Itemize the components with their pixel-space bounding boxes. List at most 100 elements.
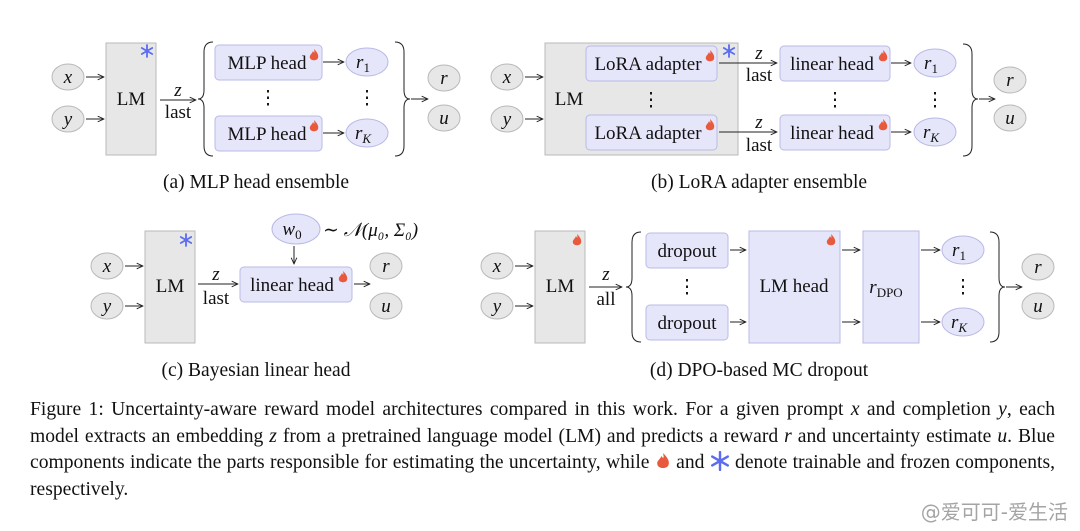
caption-text: . Blue components indicate the parts res… — [30, 425, 1055, 474]
linear-head-1-label: linear head — [790, 54, 874, 75]
r1-node — [941, 235, 985, 265]
dropout-1-label: dropout — [657, 241, 717, 262]
caption-text: and completion — [859, 399, 999, 420]
embedding-z-label: z — [211, 264, 220, 285]
output-r-label: r — [382, 256, 390, 277]
rk-label: rK — [951, 312, 968, 335]
caption-math-z: z — [269, 425, 277, 447]
caption-text: and uncertainty estimate — [791, 425, 998, 447]
caption-text: denote trainable and frozen components, … — [30, 452, 1055, 500]
lm-label: LM — [117, 89, 146, 110]
linear-head-k-label: linear head — [790, 123, 874, 144]
lm-block — [105, 42, 157, 156]
caption-text: Figure 1: Uncertainty-aware reward model… — [30, 399, 851, 420]
w0-label: w0 — [282, 219, 301, 242]
output-u-label: u — [381, 296, 391, 317]
caption-math-x: x — [850, 399, 860, 420]
lora-adapter-k-label: LoRA adapter — [594, 123, 702, 144]
r-dpo-label: rDPO — [869, 277, 902, 300]
input-x-node — [51, 63, 85, 91]
input-y-label: y — [62, 109, 73, 130]
caption-text: , each model extracts an embedding — [30, 399, 1056, 447]
output-r-node — [1021, 253, 1055, 281]
left-brace — [625, 231, 642, 343]
r1-node — [913, 48, 957, 78]
rk-label: rK — [355, 123, 372, 146]
vdots: ⋮ — [954, 277, 973, 298]
r1-label: r1 — [952, 240, 966, 263]
input-y-label: y — [101, 296, 112, 317]
mlp-head-k — [214, 115, 323, 152]
lm-label: LM — [156, 276, 185, 297]
tap-label: last — [203, 288, 230, 309]
r1-label: r1 — [356, 52, 370, 75]
panel-b-caption: (b) LoRA adapter ensemble — [651, 172, 867, 193]
panel-a-caption: (a) MLP head ensemble — [163, 172, 349, 193]
output-u-node — [993, 104, 1027, 132]
lora-adapter-1-label: LoRA adapter — [594, 54, 702, 75]
figure-caption: Figure 1: Uncertainty-aware reward model… — [30, 397, 1055, 503]
output-r-node — [369, 252, 403, 280]
input-y-node — [490, 105, 524, 133]
tap-label: last — [746, 65, 773, 86]
input-x-node — [90, 252, 124, 280]
panel-d: x y LM z all dropout dropout ⋮ LM head r… — [480, 230, 1055, 381]
output-u-node — [1021, 292, 1055, 320]
panel-c-caption: (c) Bayesian linear head — [162, 360, 351, 381]
input-y-node — [51, 105, 85, 133]
lm-head-label: LM head — [759, 276, 829, 297]
input-x-label: x — [502, 67, 512, 88]
r-dpo-block — [862, 230, 920, 344]
tap-label: all — [597, 289, 616, 310]
w0-node — [271, 213, 321, 245]
embedding-z-label: z — [601, 264, 610, 285]
output-r-node — [993, 66, 1027, 94]
lm-label: LM — [546, 276, 575, 297]
dropout-1 — [645, 232, 729, 269]
rk-node — [941, 307, 985, 337]
right-brace — [962, 43, 979, 157]
input-y-node — [480, 292, 514, 320]
output-u-label: u — [439, 108, 449, 129]
r1-label: r1 — [924, 53, 938, 76]
rk-node — [345, 118, 389, 148]
caption-math-u: u — [997, 425, 1008, 447]
linear-head-k — [779, 114, 891, 151]
dropout-k-label: dropout — [657, 313, 717, 334]
caption-math-y: y — [998, 399, 1007, 420]
vdots: ⋮ — [678, 277, 697, 298]
output-r-label: r — [1034, 257, 1042, 278]
mlp-head-1-label: MLP head — [228, 53, 307, 74]
caption-text: and — [670, 452, 710, 473]
output-u-label: u — [1005, 108, 1015, 129]
input-y-node — [90, 292, 124, 320]
input-x-node — [480, 252, 514, 280]
lora-adapter-1 — [585, 45, 718, 82]
embedding-z-label: z — [173, 80, 182, 101]
panel-c: x y LM z last w0 ∼ 𝒩(μ₀, Σ₀) linear head… — [90, 213, 418, 381]
vdots: ⋮ — [826, 90, 845, 111]
output-u-node — [369, 292, 403, 320]
output-r-label: r — [440, 68, 448, 89]
flame-icon — [656, 453, 669, 468]
watermark: @爱可可-爱生活 — [920, 500, 1068, 524]
vdots: ⋮ — [642, 90, 661, 111]
r1-node — [345, 47, 389, 77]
dropout-k — [645, 304, 729, 341]
caption-math-r: r — [784, 425, 792, 447]
output-r-node — [427, 64, 461, 92]
architecture-diagram: x y LM z last MLP head MLP head ⋮ r1 rK … — [51, 41, 1055, 381]
mlp-head-k-label: MLP head — [228, 124, 307, 145]
panel-b: x y LM LoRA adapter LoRA adapter ⋮ z las… — [490, 42, 1027, 193]
mlp-head-1 — [214, 44, 323, 81]
lm-block — [144, 230, 196, 344]
embedding-z-label: z — [754, 112, 763, 133]
vdots: ⋮ — [259, 88, 278, 109]
vdots: ⋮ — [358, 88, 377, 109]
input-y-label: y — [501, 109, 512, 130]
embedding-z-label: z — [754, 43, 763, 64]
caption-text: from a pretrained language model (LM) an… — [276, 425, 785, 447]
lm-label: LM — [555, 89, 584, 110]
linear-head — [239, 266, 353, 303]
prior-label: ∼ 𝒩(μ₀, Σ₀) — [323, 220, 418, 241]
